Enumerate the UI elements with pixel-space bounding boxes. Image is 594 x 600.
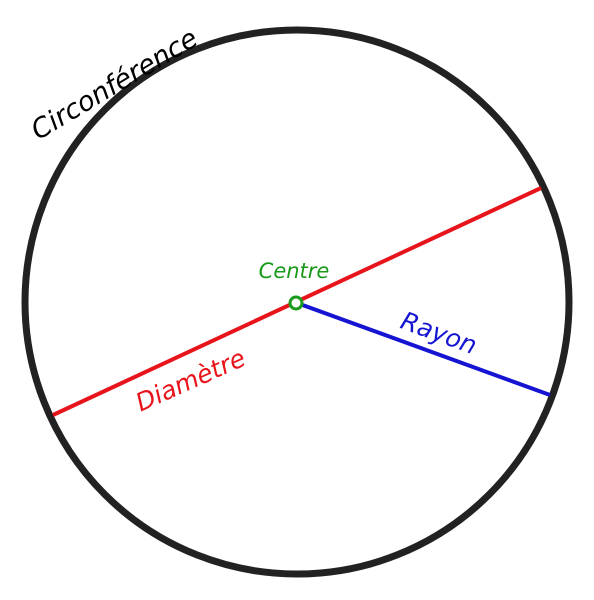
center-label: Centre: [259, 259, 330, 283]
radius-label: Rayon: [397, 306, 481, 360]
diameter-label: Diamètre: [131, 343, 249, 417]
circumference-circle: [21, 26, 573, 578]
radius-line: [296, 301, 551, 397]
center-point: [288, 295, 304, 311]
circumference-label: Circonférence: [26, 23, 203, 147]
